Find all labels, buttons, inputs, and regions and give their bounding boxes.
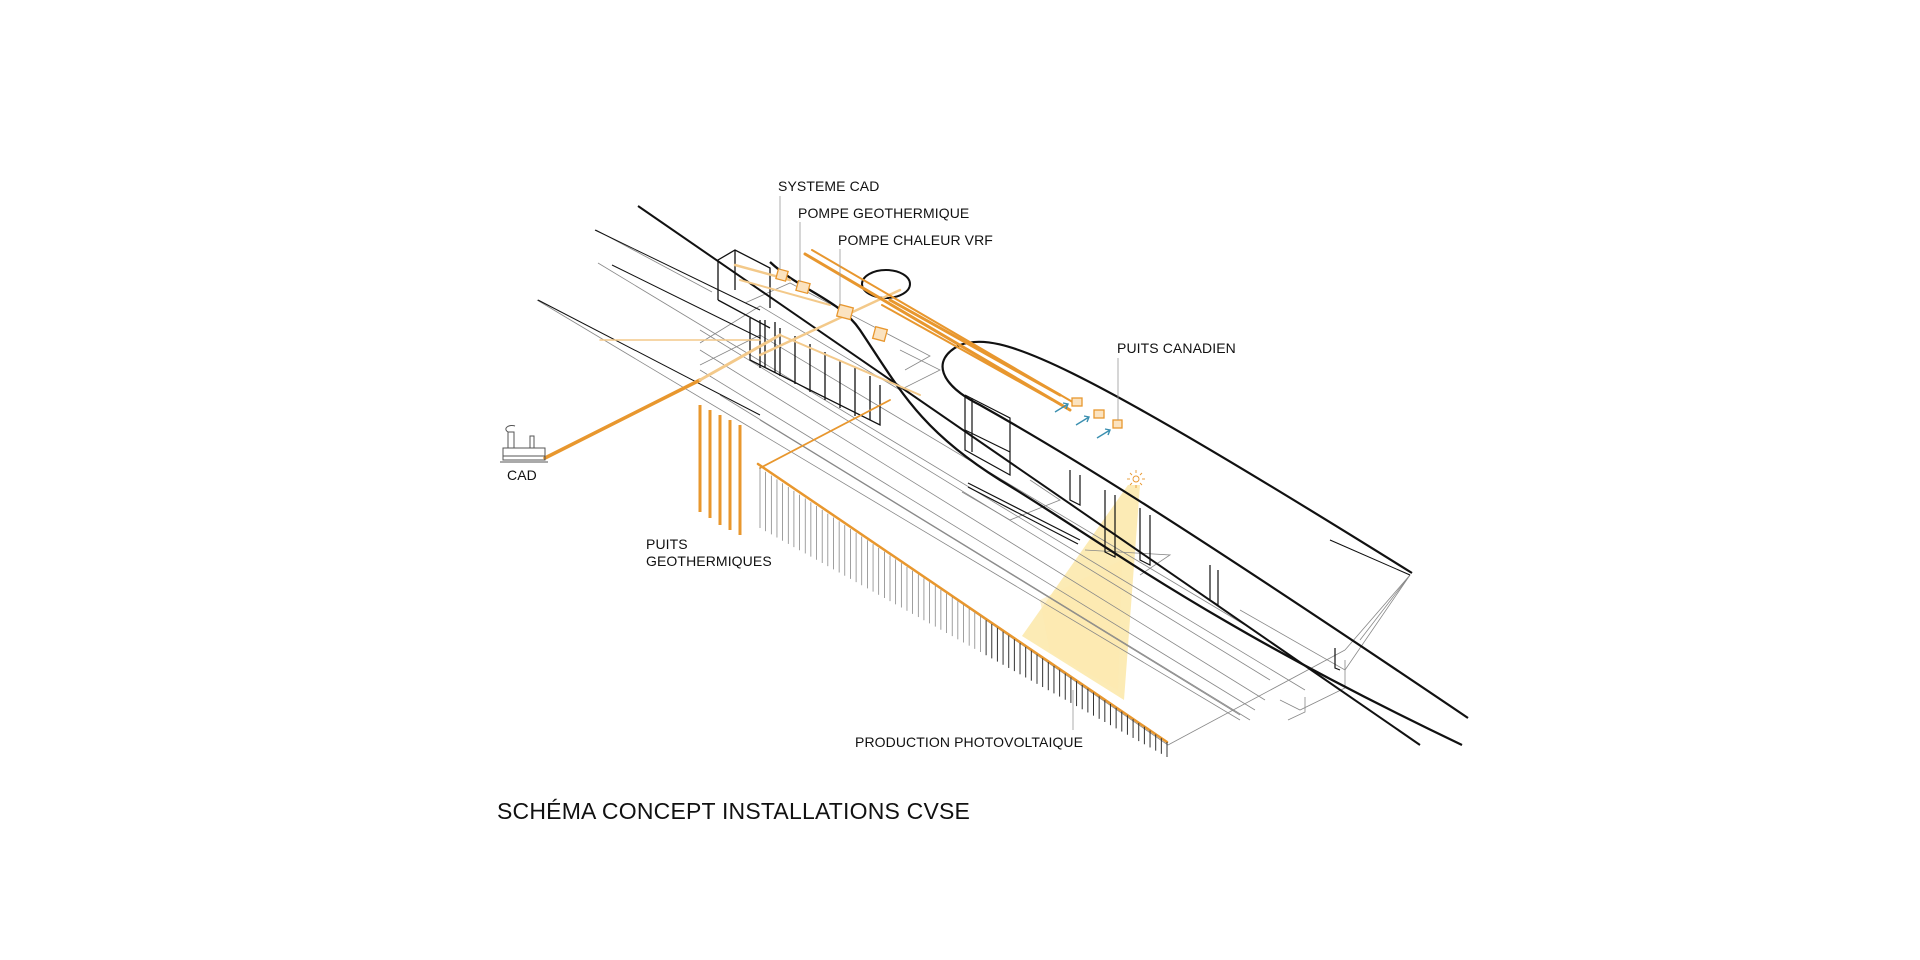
label-pompe-chaleur-vrf: POMPE CHALEUR VRF [838, 232, 993, 248]
building-outline [537, 205, 1469, 747]
air-flow-arrow-icon [1054, 402, 1111, 439]
cad-plant-icon [500, 425, 548, 463]
label-cad: CAD [507, 467, 537, 483]
label-puits-canadien: PUITS CANADIEN [1117, 340, 1236, 356]
pipes [543, 249, 1169, 744]
leader-lines [779, 196, 1119, 730]
right-blocks [964, 394, 1341, 671]
sun-icon [1127, 470, 1145, 488]
label-puits-geothermiques-line1: PUITS [646, 536, 688, 552]
label-production-photovoltaique: PRODUCTION PHOTOVOLTAIQUE [855, 734, 1084, 750]
pump-boxes [775, 268, 1123, 429]
geothermal-wells [698, 405, 742, 535]
photovoltaic-comb [759, 468, 1168, 757]
label-puits-geothermiques-line2: GEOTHERMIQUES [646, 553, 772, 569]
ground-planes [536, 229, 1411, 746]
page-title: SCHÉMA CONCEPT INSTALLATIONS CVSE [497, 798, 971, 824]
label-pompe-geothermique: POMPE GEOTHERMIQUE [798, 205, 970, 221]
sunlight-cone [1022, 485, 1140, 700]
label-systeme-cad: SYSTEME CAD [778, 178, 880, 194]
